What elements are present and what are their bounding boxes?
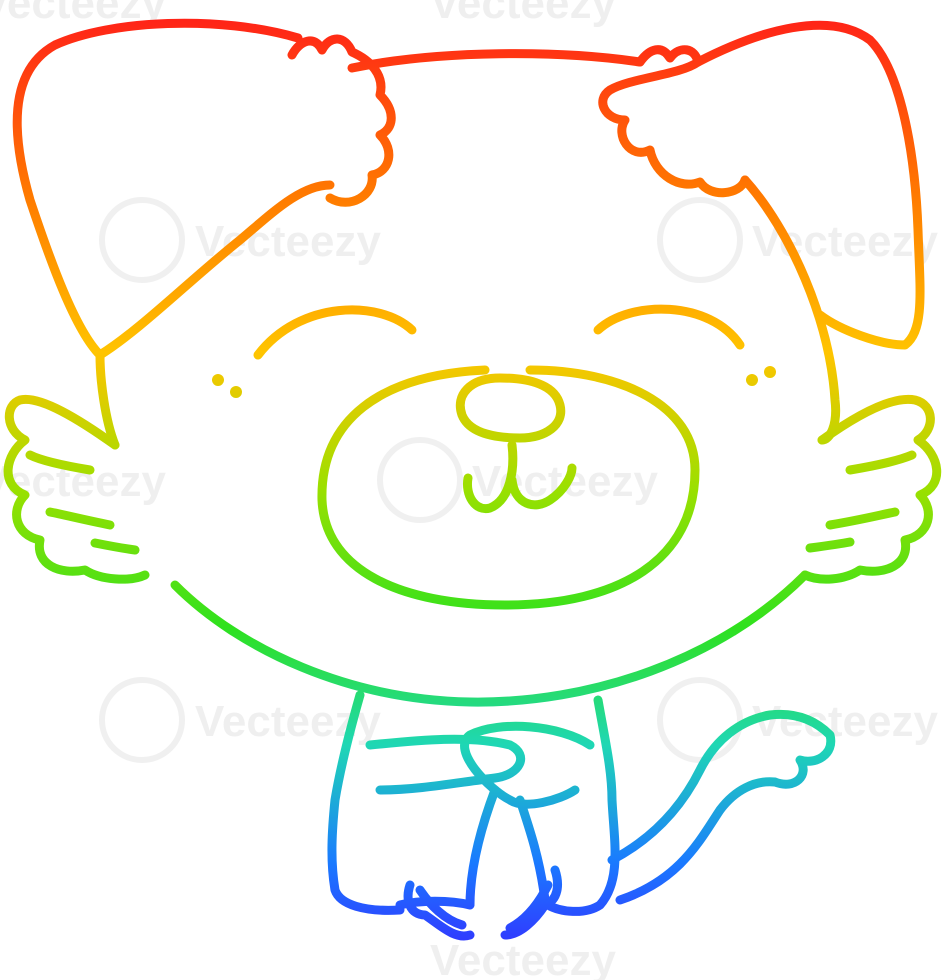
jaw-line: [170, 570, 810, 707]
muzzle: [317, 365, 700, 610]
tail: [607, 709, 836, 905]
body-left: [327, 690, 405, 915]
left-ear-tuft: [287, 34, 396, 207]
watermark-logo: [99, 197, 743, 763]
nose: [455, 373, 566, 443]
head-top: [347, 49, 645, 73]
right-foot: [500, 865, 562, 940]
right-cheek-lines: [805, 450, 917, 553]
watermark-text: Vecteezy: [430, 0, 616, 28]
watermark-text: Vecteezy: [430, 936, 616, 980]
left-freckle: [230, 386, 242, 398]
mouth: [462, 440, 577, 514]
watermark-text: Vecteezy: [195, 217, 381, 266]
left-cheek-lines: [25, 450, 140, 555]
left-foot: [403, 880, 475, 941]
left-freckle: [212, 374, 224, 386]
right-ear-tuft: [598, 45, 750, 198]
right-freckle: [746, 374, 758, 386]
body-right: [543, 695, 620, 916]
watermark-text: Vecteezy: [752, 697, 938, 746]
left-eye-closed: [253, 305, 417, 360]
front-paw-right: [460, 721, 595, 809]
right-eye-closed: [593, 304, 745, 350]
left-cheek-fluff: [3, 394, 150, 584]
left-head-side: [95, 350, 120, 450]
right-cheek-fluff: [800, 394, 942, 584]
left-ear: [12, 18, 335, 360]
front-paw-left: [365, 734, 526, 795]
right-freckle: [764, 366, 776, 378]
right-ear: [693, 20, 925, 350]
